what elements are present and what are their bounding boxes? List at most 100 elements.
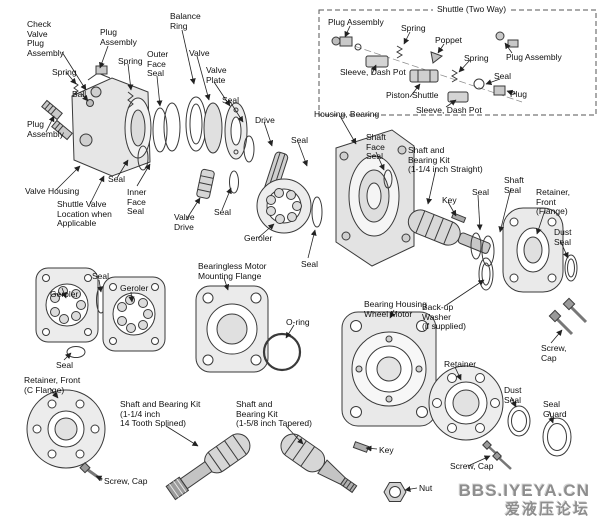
label-geroler-square-2: Geroler: [120, 283, 149, 293]
label-screw-cap-c: Screw, Cap: [104, 476, 148, 486]
valve-icon: [203, 102, 223, 154]
label-backup-washer: Back-up Washer (if supplied): [422, 302, 466, 332]
label-shuttle-valve-location: Shuttle Valve Location when Applicable: [57, 199, 112, 229]
label-bearing-housing-wheel-motor: Bearing Housing Wheel Motor: [364, 299, 427, 319]
label-outer-face-seal: Outer Face Seal: [147, 49, 169, 79]
seal-icon: [243, 135, 255, 163]
label-retainer-front-c-flange: Retainer, Front (C Flange): [24, 375, 81, 395]
label-seal-geroler: Seal: [301, 259, 319, 269]
label-plug-assembly-shuttle-right: Plug Assembly: [506, 52, 562, 62]
screw-cap-icon-c: [87, 468, 103, 482]
balance-ring-icon: [185, 96, 207, 152]
label-seal-valve-drive: Seal: [214, 207, 232, 217]
label-spring-shuttle-1: Spring: [401, 23, 426, 33]
shuttle-parts-drawing: [331, 31, 523, 103]
label-screw-cap-main: Screw, Cap: [541, 343, 567, 363]
label-seal-square-top: Seal: [92, 271, 110, 281]
label-nut: Nut: [419, 483, 433, 493]
label-poppet: Poppet: [435, 35, 462, 45]
label-seal-shaft: Seal: [472, 187, 490, 197]
label-seal-square-bottom: Seal: [56, 360, 74, 370]
watermark-site: BBS.IYEYA.CN: [458, 481, 590, 500]
watermark: BBS.IYEYA.CN 爱液压论坛: [459, 480, 590, 520]
inner-face-seal-icon: [137, 145, 149, 171]
shaft-kit-splined-drawing: [165, 433, 251, 501]
label-shaft-bearing-kit-tapered: Shaft and Bearing Kit (1-5/8 inch Tapere…: [236, 399, 312, 429]
label-spring-shuttle-2: Spring: [464, 53, 489, 63]
label-seal-valve-plate: Seal: [222, 95, 240, 105]
label-retainer-front-flange: Retainer, Front (Flange): [536, 187, 571, 217]
face-spring-icon: [127, 91, 134, 109]
label-seal-housing: Seal: [108, 174, 126, 184]
label-check-valve-plug-assembly: Check Valve Plug Assembly: [27, 19, 64, 59]
shaft-kit-tapered-drawing: [280, 433, 407, 502]
o-ring-icon: [262, 332, 302, 372]
watermark-forum-name: 爱液压论坛: [504, 501, 590, 519]
label-inner-face-seal: Inner Face Seal: [127, 187, 147, 217]
label-key-bottom: Key: [379, 445, 394, 455]
label-shaft-seal: Shaft Seal: [504, 175, 524, 195]
valve-drive-icon: [196, 168, 215, 199]
label-shaft-bearing-kit-straight: Shaft and Bearing Kit (1-1/4 inch Straig…: [408, 145, 483, 175]
nut-icon: [383, 482, 407, 502]
label-plug-shuttle: Plug: [510, 89, 528, 99]
dust-seal-icon-bottom: [507, 405, 531, 437]
label-spring-face: Spring: [118, 56, 143, 66]
shaft-face-seal-icon: [383, 169, 393, 189]
label-seal-drive: Seal: [291, 135, 309, 145]
screw-cap-icons: [548, 297, 588, 336]
sleeve-dash-pot-icon-2: [447, 91, 469, 103]
wheel-motor-housing-drawing: [341, 311, 437, 427]
seal-icon-2: [229, 170, 239, 194]
label-plug-assembly-left: Plug Assembly: [27, 119, 64, 139]
seal-icon-4: [470, 232, 482, 260]
label-valve-plate: Valve Plate: [206, 65, 227, 85]
label-shaft-bearing-kit-splined: Shaft and Bearing Kit (1-1/4 inch 14 Too…: [120, 399, 201, 429]
dust-seal-icon: [564, 254, 578, 282]
label-plug-assembly-shuttle-left: Plug Assembly: [328, 17, 384, 27]
plug-assembly-icon-shuttle: [339, 36, 353, 47]
label-valve-drive: Valve Drive: [174, 212, 195, 232]
outer-face-seal-icon: [163, 102, 181, 152]
backup-washer-icon: [478, 257, 494, 291]
label-o-ring: O-ring: [286, 317, 310, 327]
geroler-plates-drawing: [35, 267, 166, 358]
label-drive: Drive: [255, 115, 275, 125]
mounting-flange-drawing: [195, 285, 302, 373]
spring-icon-shuttle-1: [396, 45, 403, 59]
spring-icon: [73, 81, 79, 95]
plug-assembly-icon: [41, 99, 63, 121]
label-ball: Ball: [72, 89, 87, 99]
seal-ring-icon: [152, 107, 168, 153]
drive-geroler-drawing: [256, 151, 323, 234]
label-plug-assembly-top: Plug Assembly: [100, 27, 137, 47]
spring-icon-shuttle-2: [451, 69, 458, 83]
label-geroler-main: Geroler: [244, 233, 273, 243]
label-dust-seal-main: Dust Seal: [554, 227, 572, 247]
retainer-seal-guard-drawing: [428, 365, 572, 470]
sleeve-dash-pot-icon-1: [365, 55, 389, 68]
bearing-housing-drawing: [335, 129, 415, 267]
label-piston-shuttle: Piston Shuttle: [386, 90, 439, 100]
label-spring-left: Spring: [52, 67, 77, 77]
poppet-icon: [430, 51, 444, 64]
label-seal-guard: Seal Guard: [543, 399, 567, 419]
label-seal-shuttle: Seal: [494, 71, 512, 81]
plug-assembly-icon-shuttle-right: [495, 31, 505, 41]
retainer-c-flange-drawing: [26, 389, 106, 482]
label-key-main: Key: [442, 195, 457, 205]
label-sleeve-dash-pot-2: Sleeve, Dash Pot: [416, 105, 482, 115]
leader-lines: [45, 25, 569, 493]
label-valve: Valve: [189, 48, 210, 58]
plug-icon-shuttle: [493, 85, 506, 96]
label-housing-bearing: Housing, Bearing: [314, 109, 380, 119]
label-screw-cap-bottom: Screw, Cap: [450, 461, 494, 471]
key-icon: [451, 212, 467, 224]
label-retainer: Retainer: [444, 359, 477, 369]
label-geroler-square-1: Geroler: [50, 289, 79, 299]
label-sleeve-dash-pot-1: Sleeve, Dash Pot: [340, 67, 406, 77]
label-shaft-face-seal: Shaft Face Seal: [366, 132, 386, 162]
screw-cap-icons-bottom: [482, 440, 512, 470]
